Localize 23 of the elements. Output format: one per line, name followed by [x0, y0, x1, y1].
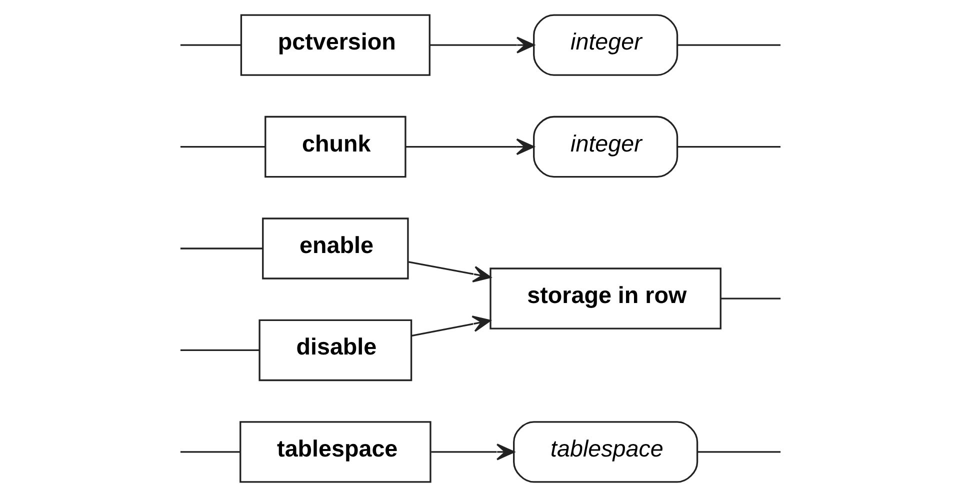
- connector: [180, 44, 241, 46]
- node-box: storage in row: [490, 268, 722, 330]
- node-box: integer: [533, 14, 678, 76]
- node-box: tablespace: [240, 421, 432, 483]
- node-box: tablespace: [513, 421, 698, 483]
- node-box: chunk: [264, 116, 406, 178]
- connector: [677, 44, 780, 46]
- node-box: integer: [533, 116, 678, 178]
- connector: [720, 298, 781, 300]
- arrow: [406, 138, 534, 156]
- arrow: [431, 444, 515, 460]
- connector: [677, 146, 780, 148]
- connector: [180, 349, 260, 352]
- arrow: [430, 36, 535, 54]
- node-box: pctversion: [240, 14, 430, 76]
- connector: [180, 248, 263, 250]
- node-box: enable: [262, 218, 409, 280]
- arrow: [408, 261, 492, 282]
- connector: [180, 146, 266, 148]
- connector: [698, 451, 781, 453]
- node-box: disable: [258, 319, 412, 382]
- arrow: [411, 316, 491, 337]
- connector: [180, 451, 240, 453]
